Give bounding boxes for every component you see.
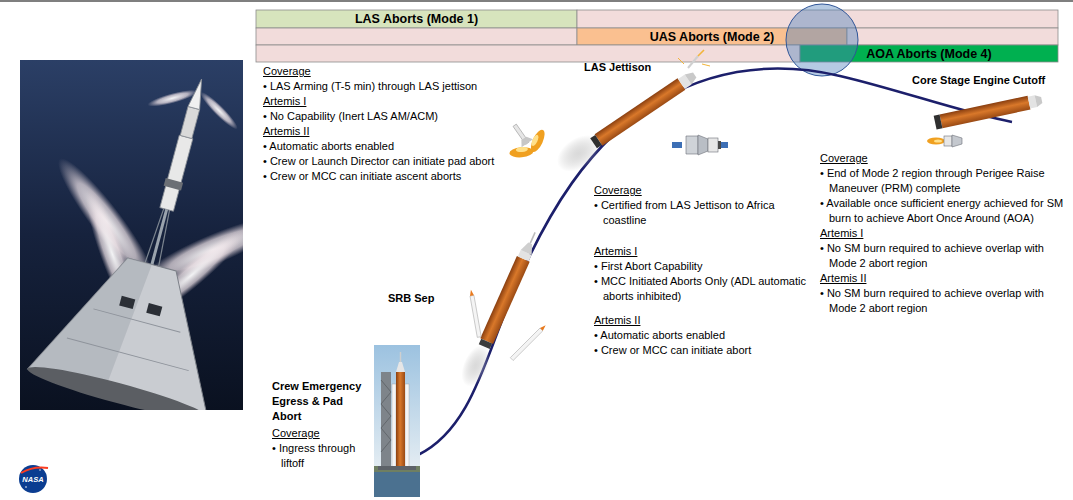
rocket-srb-sep [456,228,546,391]
bullet-note: • Automatic aborts enabled [263,139,563,154]
text-column: Crew Emergency Egress & Pad AbortCoverag… [272,379,372,471]
mode-band: UAS Aborts (Mode 2) [577,28,847,45]
mode-band: LAS Aborts (Mode 1) [256,10,577,28]
bullet-note: • Crew or MCC can initiate ascent aborts [263,169,563,184]
bullet-note: • No SM burn required to achieve overlap… [820,241,1066,271]
event-label: Crew Emergency Egress & Pad Abort [272,379,372,424]
mode-band: AOA Aborts (Mode 4) [800,45,1058,62]
text-column: Coverage• End of Mode 2 region through P… [820,151,1066,316]
text-column: Core Stage Engine Cutoff [912,73,1064,88]
band-title: AOA Aborts (Mode 4) [866,46,991,62]
logo-text: NASA [19,475,47,484]
mode-band [256,45,800,62]
bullet-note: • No SM burn required to achieve overlap… [820,286,1066,316]
section-heading: Artemis I [594,244,812,259]
rocket-core-stage [934,93,1044,129]
section-heading: Coverage [272,426,372,441]
top-rule [0,0,1073,1]
band-title: UAS Aborts (Mode 2) [650,29,775,45]
band-title: LAS Aborts (Mode 1) [355,11,478,27]
las-abort-plume-icon [496,112,554,168]
mode-band [256,28,577,45]
mode-band [256,10,577,28]
text-column: SRB Sep [388,291,460,306]
section-heading: Coverage [594,183,812,198]
section-heading: Coverage [820,151,1066,166]
overlap-highlight [786,4,858,76]
bullet-note: • Automatic aborts enabled [594,328,812,343]
rocket-las-jettison [550,63,703,180]
section-heading: Artemis II [820,271,1066,286]
bullet-note: • No Capability (Inert LAS AM/ACM) [263,109,563,124]
mode-bands [256,10,1058,62]
text-column: LAS Jettison [584,60,724,75]
event-label: SRB Sep [388,291,460,306]
section-heading: Artemis I [263,94,563,109]
bullet-note: • First Abort Capability [594,259,812,274]
bullet-note: • End of Mode 2 region through Perigee R… [820,166,1066,196]
text-column: Coverage• LAS Arming (T-5 min) through L… [263,64,563,184]
event-label: Core Stage Engine Cutoff [912,73,1064,88]
bullet-note: • MCC Initiated Aborts Only (ADL automat… [594,274,812,304]
event-label: LAS Jettison [584,60,724,75]
text-column: NASA [19,475,47,484]
orion-spacecraft-icon [672,135,728,155]
launch-pad-photo [374,345,420,497]
text-column: Coverage• Certified from LAS Jettison to… [594,183,812,358]
section-heading: Artemis II [594,313,812,328]
section-heading: Artemis I [820,226,1066,241]
las-tower-jettison [678,50,710,68]
bullet-note: • Available once sufficient energy achie… [820,196,1066,226]
bullet-note: • Crew or MCC can initiate abort [594,343,812,358]
nasa-logo [19,465,48,493]
mode-band [847,28,1058,45]
section-heading: Artemis II [263,124,563,139]
launch-abort-illustration [20,60,243,410]
bullet-note: • LAS Arming (T-5 min) through LAS jetti… [263,79,563,94]
separated-booster [469,289,547,360]
bullet-note: • Crew or Launch Director can initiate p… [263,154,563,169]
bullet-note: • Certified from LAS Jettison to Africa … [594,198,812,228]
orion-separation-icon [927,135,962,147]
bullet-note: • Ingress through liftoff [272,441,372,471]
section-heading: Coverage [263,64,563,79]
